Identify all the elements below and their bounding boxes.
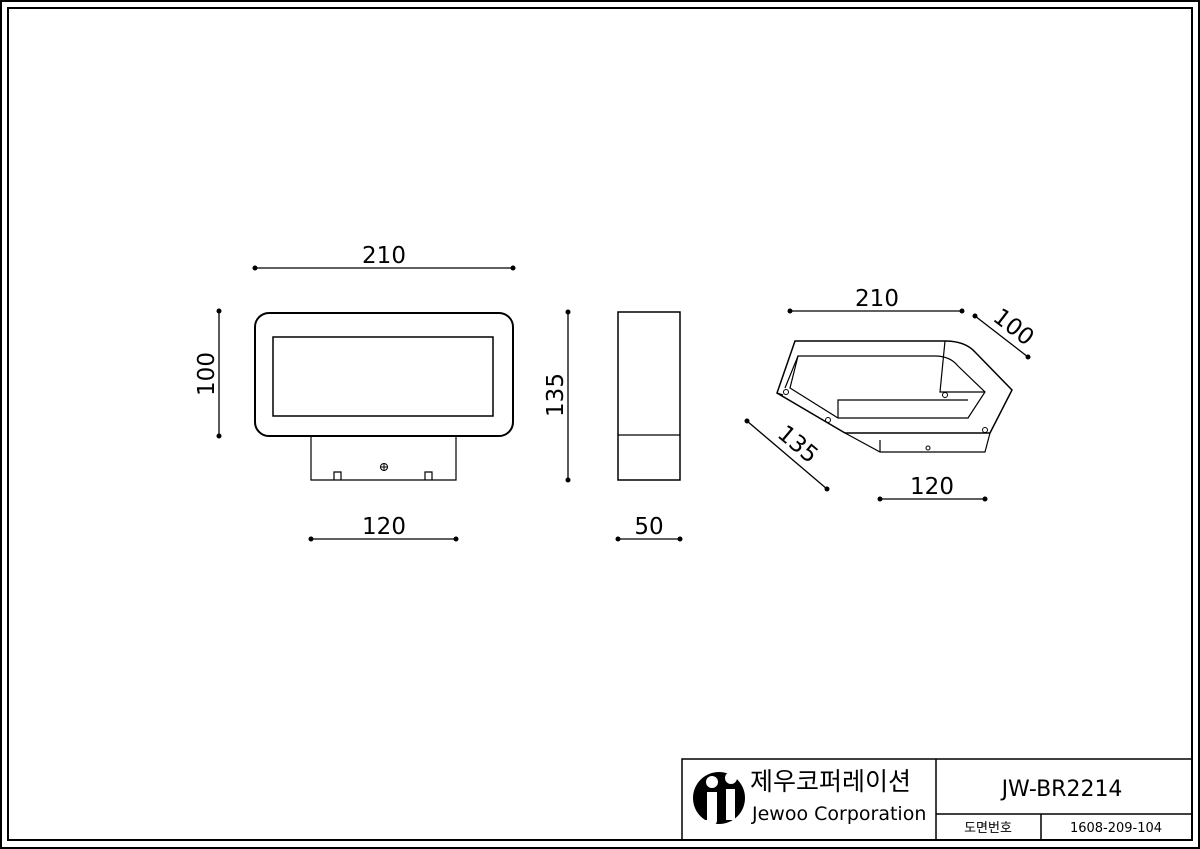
iso-view: 210 100 135 120	[744, 286, 1039, 502]
front-housing	[254, 312, 514, 437]
drawing-number-label: 도면번호	[964, 821, 1012, 836]
dim-line-iso-depth	[974, 315, 1029, 358]
dim-side-depth: 50	[634, 514, 663, 540]
iso-inner-opening	[789, 355, 986, 419]
front-mount-slots	[333, 471, 433, 480]
dim-front-width: 210	[362, 243, 406, 269]
jewoo-logo-icon	[693, 772, 745, 826]
side-housing	[617, 311, 681, 481]
dim-front-height: 100	[194, 352, 220, 396]
dim-iso-depth: 100	[988, 304, 1039, 351]
drawing-number: 1608-209-104	[1070, 821, 1162, 836]
company-name-korean: 제우코퍼레이션	[750, 767, 911, 796]
iso-top-face	[776, 340, 1013, 434]
dim-iso-height: 135	[772, 421, 822, 469]
dim-front-base: 120	[362, 514, 406, 540]
front-mount-base	[310, 436, 457, 481]
side-view: 135 50	[543, 309, 683, 542]
dim-iso-width: 210	[855, 286, 899, 312]
front-view: 210 100 120	[194, 243, 516, 542]
company-name-english: Jewoo Corporation	[751, 803, 926, 825]
inner-border	[7, 7, 1193, 841]
model-number: JW-BR2214	[1000, 777, 1123, 802]
title-block-frame	[681, 758, 1193, 841]
dim-iso-base: 120	[910, 474, 954, 500]
dim-side-height: 135	[543, 373, 569, 417]
dim-line-iso-height	[746, 420, 828, 490]
front-lens	[272, 336, 494, 417]
title-block: 제우코퍼레이션 Jewoo Corporation JW-BR2214 도면번호…	[681, 758, 1193, 841]
iso-mount-base	[844, 432, 991, 453]
iso-walls	[776, 340, 985, 418]
